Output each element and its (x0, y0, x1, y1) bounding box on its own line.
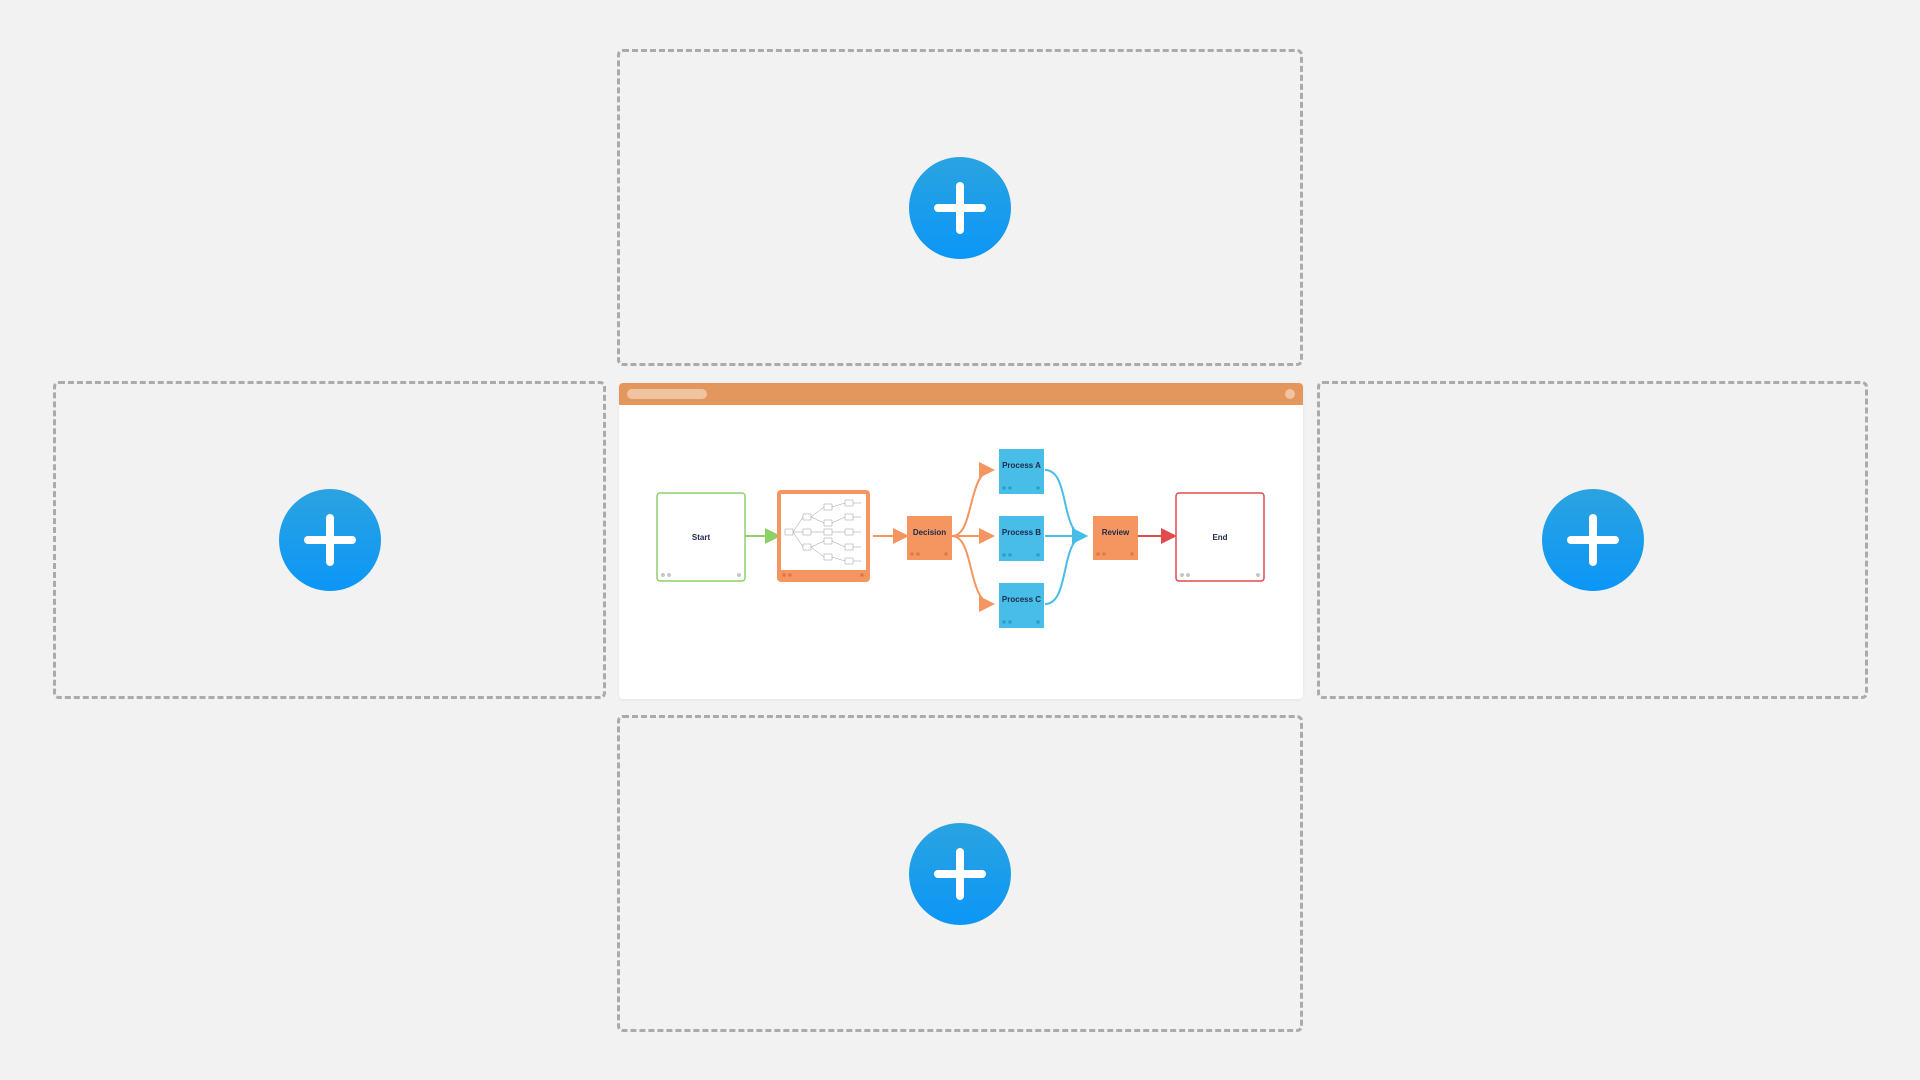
edge-process-c-to-review (1044, 528, 1088, 605)
card-title-placeholder (627, 389, 707, 399)
node-start-label: Start (692, 533, 711, 542)
node-process-b[interactable]: Process B (999, 516, 1044, 561)
add-panel-left-button[interactable] (278, 489, 381, 591)
connectors (745, 462, 1177, 612)
empty-slot-left (53, 381, 606, 699)
node-decision[interactable]: Decision (907, 516, 952, 560)
flow-diagram: Start (656, 449, 1265, 628)
card-menu-dot[interactable] (1285, 389, 1295, 399)
node-process-b-label: Process B (1002, 528, 1041, 537)
node-subflow-thumbnail[interactable] (777, 490, 870, 582)
node-process-c[interactable]: Process C (999, 583, 1044, 628)
edge-decision-to-process-c (951, 535, 995, 612)
empty-slot-bottom (617, 715, 1303, 1032)
empty-slot-top (617, 49, 1303, 366)
node-start[interactable]: Start (656, 492, 746, 582)
node-review-label: Review (1102, 528, 1130, 537)
node-process-a-label: Process A (1002, 461, 1041, 470)
add-panel-bottom-button[interactable] (909, 822, 1011, 925)
node-process-c-label: Process C (1002, 595, 1041, 604)
node-decision-label: Decision (913, 528, 946, 537)
mini-flowchart (784, 499, 861, 565)
empty-slot-right (1317, 381, 1868, 699)
add-panel-right-button[interactable] (1541, 489, 1644, 591)
add-panel-top-button[interactable] (909, 156, 1011, 259)
card-header[interactable] (619, 383, 1303, 405)
edge-decision-to-process-a (951, 462, 995, 537)
node-process-a[interactable]: Process A (999, 449, 1044, 494)
edge-process-a-to-review (1044, 469, 1088, 544)
node-end[interactable]: End (1175, 492, 1265, 582)
node-review[interactable]: Review (1093, 516, 1138, 560)
node-end-label: End (1212, 533, 1227, 542)
diagram-card[interactable]: Start (619, 383, 1303, 699)
